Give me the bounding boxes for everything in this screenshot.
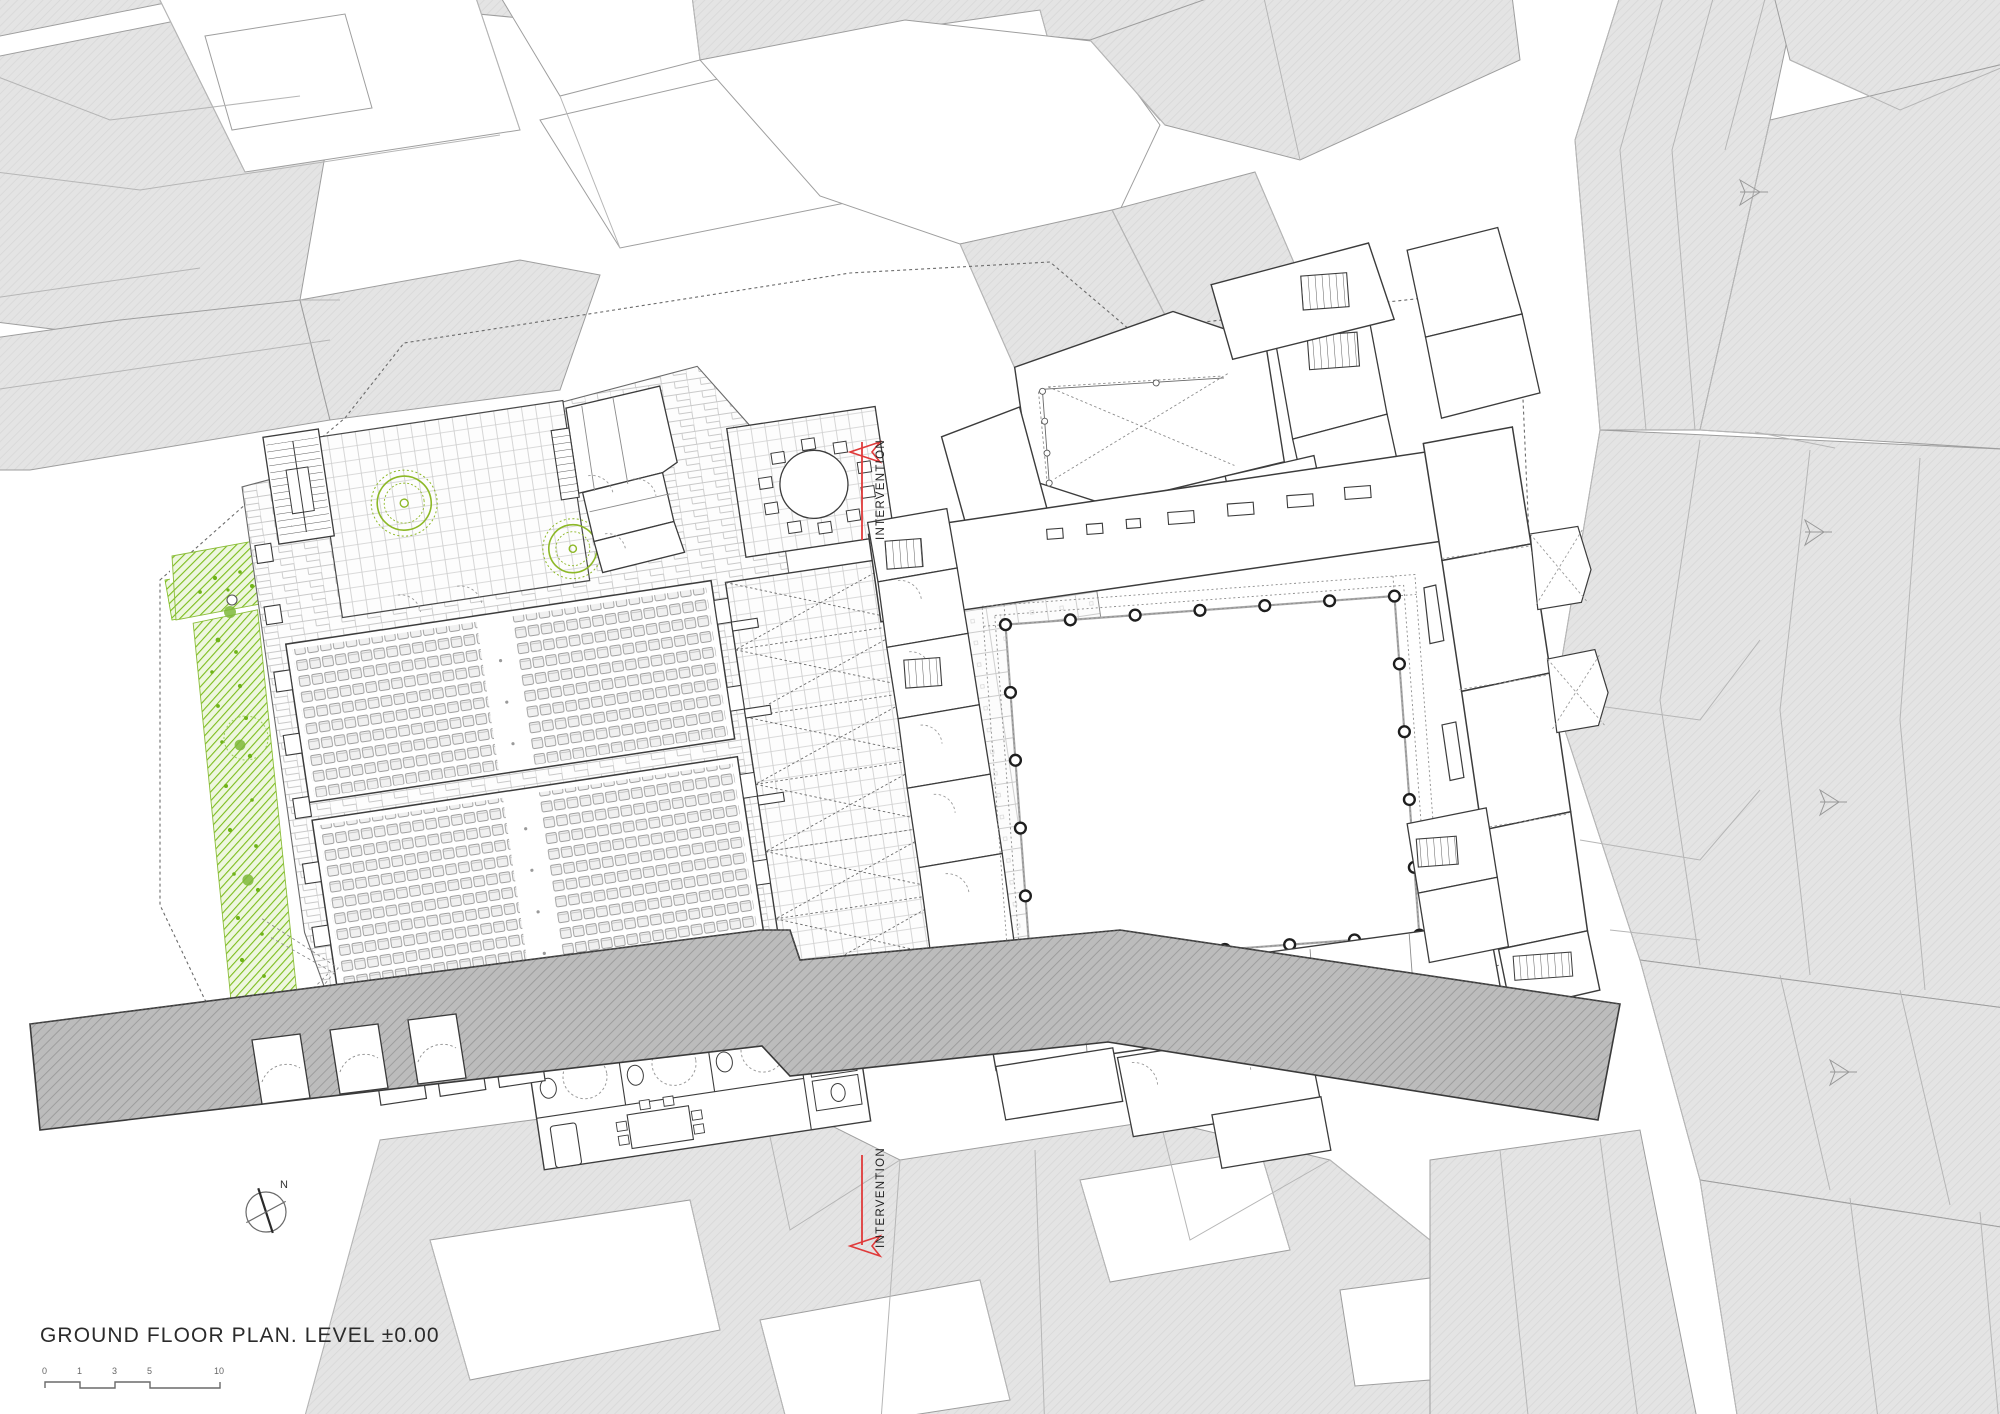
stair-west-entry-2 (903, 656, 943, 689)
section-arrowhead-icon (847, 440, 883, 464)
scale-tick-10: 10 (214, 1366, 224, 1376)
stair-secondary (550, 427, 580, 501)
stair-southeast (1415, 835, 1459, 868)
scale-tick-3: 3 (112, 1366, 117, 1376)
intervention-label-bottom: INTERVENTION (875, 1147, 887, 1248)
refectory-tables (1046, 484, 1372, 540)
stair-north-block (1300, 272, 1350, 311)
stair-west-entry (884, 538, 924, 570)
meeting-room-round-table (726, 405, 896, 558)
north-arrow: N (245, 1179, 288, 1234)
north-arrow-label: N (280, 1179, 288, 1191)
sofa (549, 1122, 583, 1169)
auditorium-seating-north-a (292, 621, 499, 798)
scale-tick-1: 1 (77, 1366, 82, 1376)
page-title: GROUND FLOOR PLAN. LEVEL ±0.00 (40, 1324, 440, 1347)
section-arrowhead-icon (847, 1234, 883, 1258)
tree-courtyard-a (370, 469, 438, 537)
scale-tick-5: 5 (147, 1366, 152, 1376)
vault-node-icon (1039, 379, 1160, 487)
section-marker-intervention-bottom[interactable]: INTERVENTION (847, 1147, 887, 1258)
stair-core-north (262, 428, 336, 545)
chapel-vault-lines (1441, 529, 1605, 829)
intervention-label-top: INTERVENTION (875, 439, 887, 540)
section-marker-intervention-top[interactable]: INTERVENTION (847, 439, 887, 540)
scale-tick-0: 0 (42, 1366, 47, 1376)
altar-steps (1512, 951, 1574, 981)
graphic-scale-bar: 0 1 3 5 10 (42, 1366, 224, 1389)
cloister-courtyard-east (981, 574, 1444, 988)
office-meeting-table (615, 1095, 706, 1150)
paved-courtyard-north (314, 399, 591, 619)
church-nave (1422, 426, 1589, 951)
south-cut-wall (29, 929, 1621, 1131)
roof-slope-arrow-icon (1738, 178, 1857, 1087)
roof-vault-lines (1038, 373, 1235, 484)
auditorium-seating-north-b (512, 587, 729, 765)
